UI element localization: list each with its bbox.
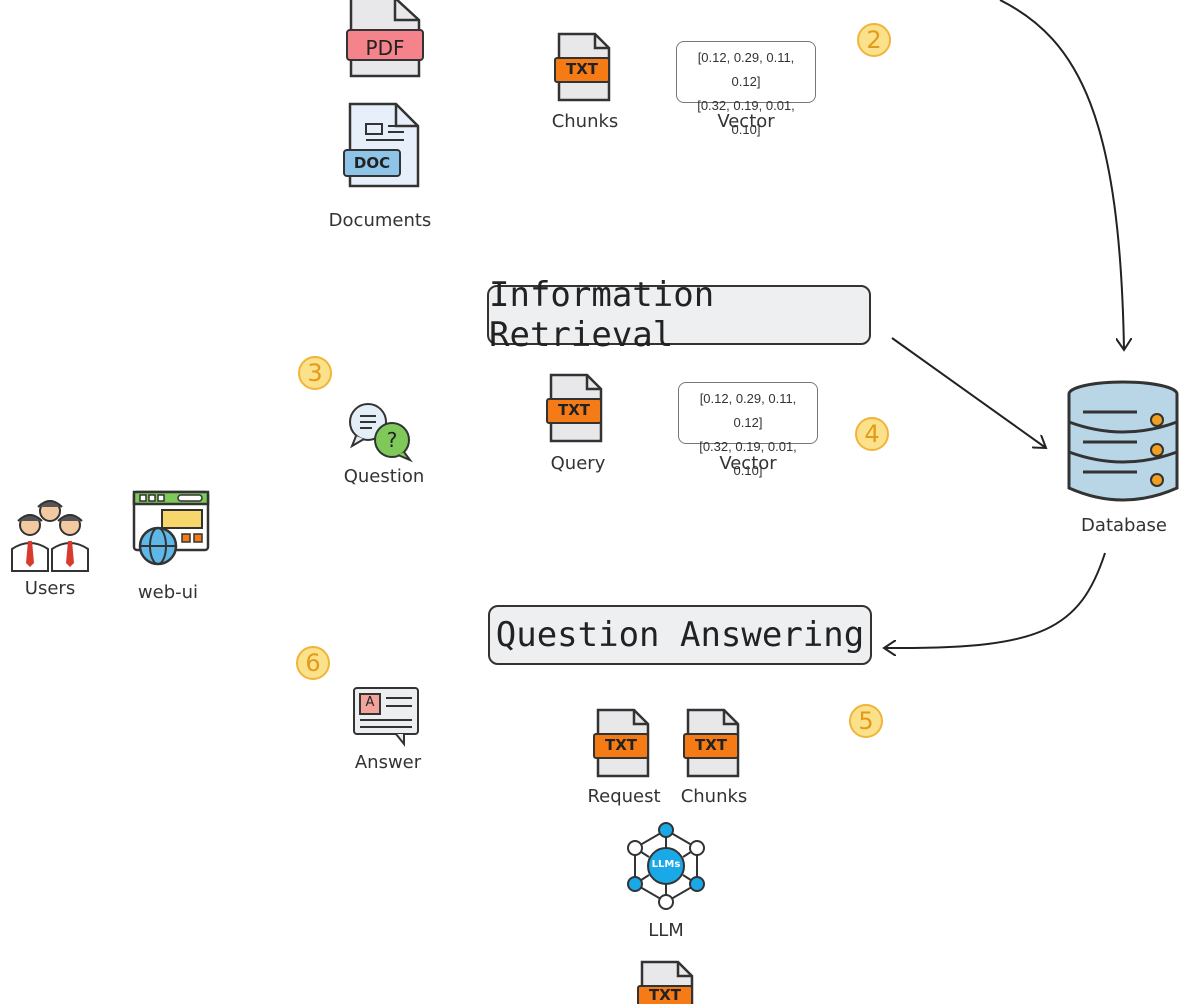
users-icon <box>11 500 89 572</box>
request-label: Request <box>587 786 661 807</box>
step-badge-4: 4 <box>855 417 889 451</box>
vector-box-indexing: [0.12, 0.29, 0.11, 0.12] [0.32, 0.19, 0.… <box>676 41 816 137</box>
query-label: Query <box>550 453 606 474</box>
llm-badge: LLMs <box>651 859 681 870</box>
txt-file-icon-answer-chunks <box>683 708 740 778</box>
answer-label: Answer <box>354 752 422 773</box>
arrow-database-to-answering <box>884 552 1106 648</box>
llm-label: LLM <box>648 920 684 941</box>
web-ui-label[interactable]: web-ui <box>137 582 199 603</box>
question-answering-banner: Question Answering <box>488 605 872 665</box>
step-badge-2: 2 <box>857 23 891 57</box>
answer-document-icon <box>353 687 419 747</box>
query-txt-badge: TXT <box>557 401 591 419</box>
doc-badge: DOC <box>353 154 391 172</box>
pdf-badge: PDF <box>365 36 405 60</box>
chunks-label-answering: Chunks <box>680 786 748 807</box>
txt-file-icon-request <box>593 708 650 778</box>
vector-label-indexing: Vector <box>717 111 775 132</box>
database-icon <box>1067 380 1179 502</box>
llm-network-icon <box>627 822 705 910</box>
doc-file-icon <box>343 102 420 188</box>
information-retrieval-banner: Information Retrieval <box>487 275 871 355</box>
database-label: Database <box>1081 515 1167 536</box>
arrow-indexing-to-database <box>999 0 1124 350</box>
vector-line-1: [0.12, 0.29, 0.11, 0.12] <box>697 50 795 89</box>
vector-label-retrieval: Vector <box>719 453 777 474</box>
txt-file-icon-query <box>546 373 603 443</box>
users-label[interactable]: Users <box>24 578 76 599</box>
question-label: Question <box>343 466 425 487</box>
vector-line-1: [0.12, 0.29, 0.11, 0.12] <box>699 391 797 430</box>
chunks-txt-badge-answering: TXT <box>694 736 728 754</box>
chunks-label: Chunks <box>551 111 619 132</box>
svg-text:?: ? <box>387 428 398 452</box>
answer-badge: A <box>365 695 375 710</box>
step-badge-6: 6 <box>296 646 330 680</box>
vector-line-2: [0.32, 0.19, 0.01, 0.10] <box>699 439 797 478</box>
question-chat-icon: ? <box>349 403 413 463</box>
documents-label: Documents <box>328 210 432 231</box>
vector-line-2: [0.32, 0.19, 0.01, 0.10] <box>697 98 795 137</box>
step-badge-5: 5 <box>849 704 883 738</box>
vector-box-retrieval: [0.12, 0.29, 0.11, 0.12] [0.32, 0.19, 0.… <box>678 382 818 478</box>
txt-file-icon-chunks <box>554 32 611 102</box>
arrow-retrieval-to-database <box>891 337 1046 448</box>
step-badge-3: 3 <box>298 356 332 390</box>
pdf-file-icon <box>346 0 424 78</box>
chunks-txt-badge: TXT <box>565 60 599 78</box>
web-ui-icon <box>132 490 210 566</box>
request-txt-badge: TXT <box>604 736 638 754</box>
output-txt-badge: TXT <box>648 986 682 1000</box>
